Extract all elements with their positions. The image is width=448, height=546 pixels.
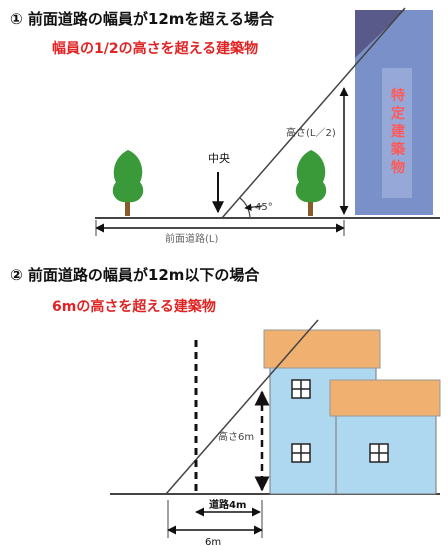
window-icon (291, 443, 311, 463)
building-label: 特定建築物 (390, 87, 406, 176)
section2-diagram: 高さ6m 道路4m 6m (110, 319, 441, 546)
distance-label: 6m (205, 537, 221, 546)
setback-diagonal-1 (221, 7, 406, 219)
section2-subheading: 6mの高さを超える建築物 (52, 299, 216, 315)
section1-subheading: 幅員の1/2の高さを超える建築物 (52, 41, 259, 57)
height-label-2: 高さ6m (218, 430, 254, 443)
road-label-1: 前面道路(L) (165, 232, 218, 245)
section1-heading: ① 前面道路の幅員が12mを超える場合 (10, 10, 274, 28)
road-label-2: 道路4m (209, 498, 246, 511)
house-small (329, 379, 441, 495)
window-icon (291, 379, 311, 399)
angle-arrow (244, 203, 263, 211)
angle-label: 45° (255, 202, 273, 213)
window-icon (369, 443, 389, 463)
section1-diagram: 特定建築物 中央 45° 高さ(L／2) 前面道路(L) (95, 7, 440, 245)
tree-left (112, 150, 144, 216)
center-label: 中央 (208, 152, 230, 165)
tree-right (295, 150, 327, 216)
height-label-1: 高さ(L／2) (286, 126, 336, 139)
specific-building: 特定建築物 (355, 10, 433, 215)
setback-diagonal-2 (165, 319, 319, 495)
section2-heading: ② 前面道路の幅員が12m以下の場合 (10, 266, 260, 284)
